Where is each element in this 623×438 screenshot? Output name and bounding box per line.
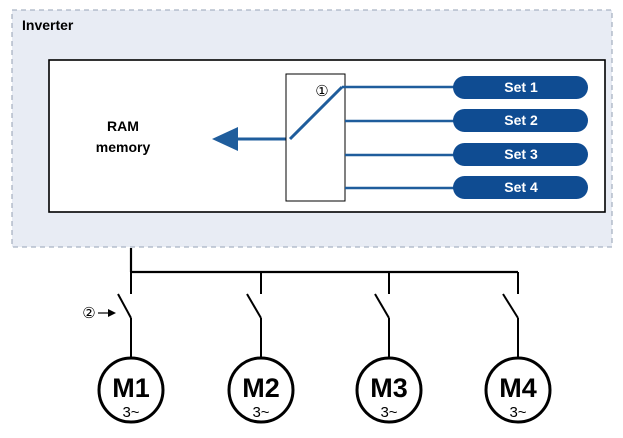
motor-m3-name: M3 — [370, 373, 408, 403]
set-1-label: Set 1 — [504, 79, 538, 95]
set-2: Set 2 — [453, 109, 588, 132]
contactor-m3 — [374, 272, 390, 358]
callout-switch: ① — [315, 83, 328, 100]
callout-contactor-arrowhead — [108, 309, 116, 317]
set-2-label: Set 2 — [504, 112, 538, 128]
set-3-label: Set 3 — [504, 146, 538, 162]
motor-m3-phase: 3~ — [380, 404, 397, 421]
motor-m3: M3 3~ — [355, 356, 423, 424]
motor-m1-phase: 3~ — [122, 404, 139, 421]
callout-contactor: ② — [82, 305, 95, 322]
motor-m1-name: M1 — [112, 373, 150, 403]
set-3: Set 3 — [453, 143, 588, 166]
contactor-m1 — [117, 272, 132, 358]
contactor-m2 — [246, 272, 262, 358]
motor-m4-phase: 3~ — [509, 404, 526, 421]
set-4: Set 4 — [453, 176, 588, 199]
motor-m2-phase: 3~ — [252, 404, 269, 421]
set-4-label: Set 4 — [504, 179, 538, 195]
selector-switch-blade — [288, 85, 344, 141]
contactor-m4 — [502, 272, 519, 358]
ram-arrow-head — [212, 127, 238, 151]
motor-m4-name: M4 — [499, 373, 537, 403]
motor-m2: M2 3~ — [227, 356, 295, 424]
ram-label-line2: memory — [96, 139, 151, 155]
motor-m1: M1 3~ — [97, 356, 165, 424]
set-1: Set 1 — [453, 76, 588, 99]
ram-label-line1: RAM — [107, 118, 139, 134]
motor-m2-name: M2 — [242, 373, 280, 403]
motor-m4: M4 3~ — [484, 356, 552, 424]
inverter-title: Inverter — [22, 17, 74, 33]
